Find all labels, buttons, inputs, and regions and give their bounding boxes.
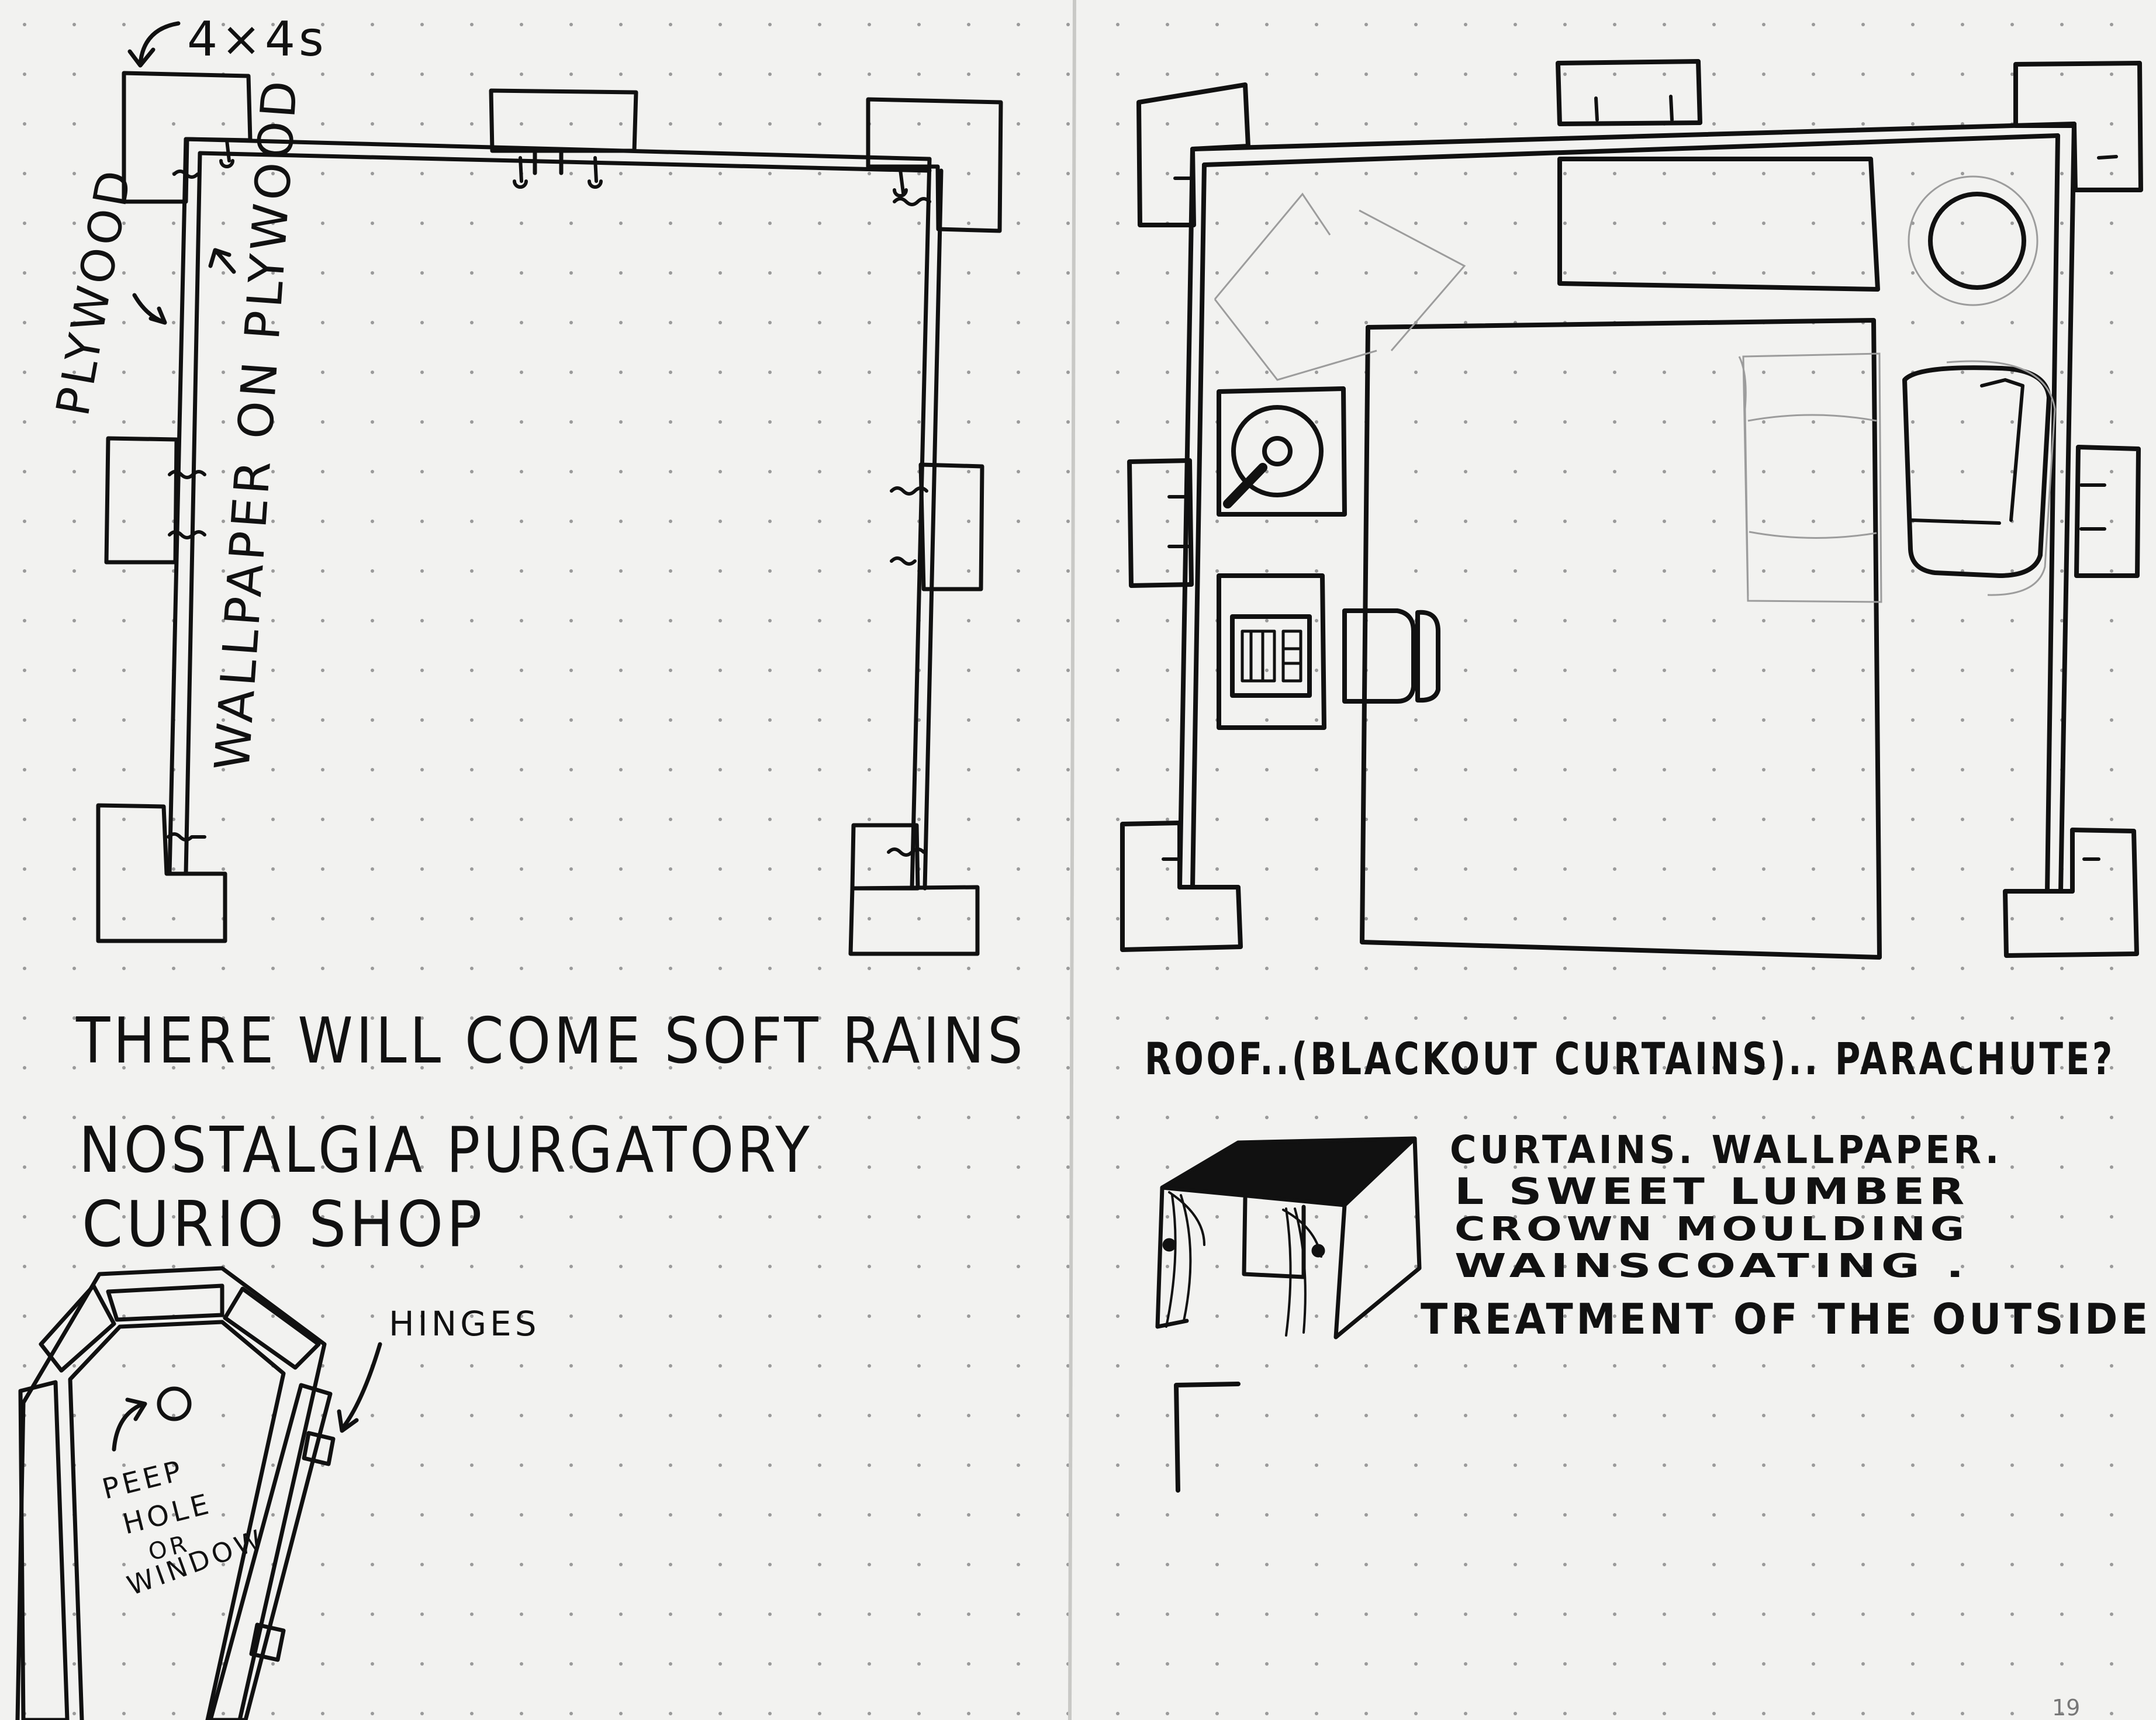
coffin-panel-top-left	[39, 1283, 116, 1373]
arrow-peep-hole	[112, 1397, 147, 1452]
record-platter	[1231, 405, 1324, 497]
arrow-plywood	[132, 293, 167, 325]
dresser	[1557, 157, 1880, 292]
post-bottom-left	[96, 803, 227, 943]
booth-body	[1155, 1136, 1422, 1340]
title-nostalgia-purgatory: NOSTALGIA PURGATORY	[79, 1114, 813, 1187]
page-number: 19	[2052, 1695, 2080, 1720]
side-desk	[1217, 573, 1326, 730]
label-hinges: HINGES	[389, 1304, 540, 1344]
curtain-tie-right	[1311, 1244, 1325, 1258]
tone-arm	[1223, 463, 1267, 508]
title-curio-shop: CURIO SHOP	[82, 1188, 485, 1261]
note-treatment-of-the-outside: TREATMENT OF THE OUTSIDE	[1421, 1295, 2151, 1344]
curtain-tie-left	[1162, 1238, 1176, 1252]
note-crown-moulding: CROWN MOULDING	[1454, 1210, 1969, 1248]
armchair	[1902, 365, 2051, 578]
room-wall-left	[1177, 147, 1207, 890]
coffin-inner	[68, 1320, 286, 1720]
rug	[1360, 318, 1882, 960]
wall-right	[910, 157, 944, 891]
booth-curtain-left	[1165, 1191, 1205, 1328]
desk-chair	[1342, 608, 1416, 704]
post-ticks	[1162, 95, 2118, 861]
coffin-panel-top	[106, 1283, 224, 1322]
coffin-door-sketch	[15, 1266, 382, 1720]
wall-frame-plan	[96, 21, 1003, 956]
wall-left	[167, 137, 202, 876]
radio	[1230, 614, 1312, 698]
hinge-upper	[302, 1431, 336, 1466]
wall-top-join	[533, 147, 564, 175]
hinge-lower	[249, 1622, 286, 1662]
post-mid-right	[918, 462, 984, 591]
pencil-rotated-square	[1214, 192, 1466, 381]
arrow-wallpaper	[208, 248, 236, 274]
room-post-bottom-right	[2003, 828, 2139, 958]
wall-top	[184, 137, 932, 173]
record-player	[1217, 386, 1347, 517]
note-curtains-wallpaper: CURTAINS. WALLPAPER.	[1450, 1127, 2002, 1172]
arrow-to-post	[127, 21, 181, 68]
room-post-mid-right	[2074, 445, 2141, 578]
armchair-seat	[1910, 378, 2024, 525]
radio-grille	[1241, 629, 1302, 683]
coffin-panel-right	[208, 1383, 333, 1720]
room-wall-top	[1190, 122, 2076, 167]
booth-sketch	[1155, 1136, 1422, 1340]
arrow-hinges	[337, 1342, 382, 1433]
title-there-will-come-soft-rains: THERE WILL COME SOFT RAINS	[75, 1005, 1026, 1078]
desk-chair-back	[1415, 610, 1440, 703]
round-table	[1928, 192, 2026, 290]
coffin-panel-top-right	[223, 1286, 321, 1370]
pencil-sketches	[1214, 175, 2056, 603]
room-wall-right	[2045, 122, 2076, 894]
label-roof-note: ROOF..(BLACKOUT CURTAINS).. PARACHUTE?	[1145, 1033, 2115, 1085]
notebook-gutter	[1068, 0, 1076, 1720]
room-post-mid-left	[1127, 458, 1194, 588]
pencil-armchair	[1946, 360, 2056, 596]
peep-hole	[157, 1386, 192, 1421]
room-post-top-middle	[1556, 59, 1702, 126]
pencil-sofa	[1738, 352, 1882, 603]
note-sweet-lumber: L SWEET LUMBER	[1454, 1170, 1969, 1213]
corner-bracket-sketch	[1174, 1382, 1241, 1493]
pencil-table-ring	[1908, 175, 2038, 306]
screw-fasteners	[167, 139, 931, 857]
note-wainscoating: WAINSCOATING .	[1454, 1247, 1969, 1285]
record-spindle	[1262, 436, 1293, 466]
room-plan	[1120, 59, 2143, 960]
coffin-panel-left	[18, 1380, 70, 1720]
label-4x4s: 4×4s	[187, 12, 327, 67]
post-bottom-right	[848, 823, 980, 956]
